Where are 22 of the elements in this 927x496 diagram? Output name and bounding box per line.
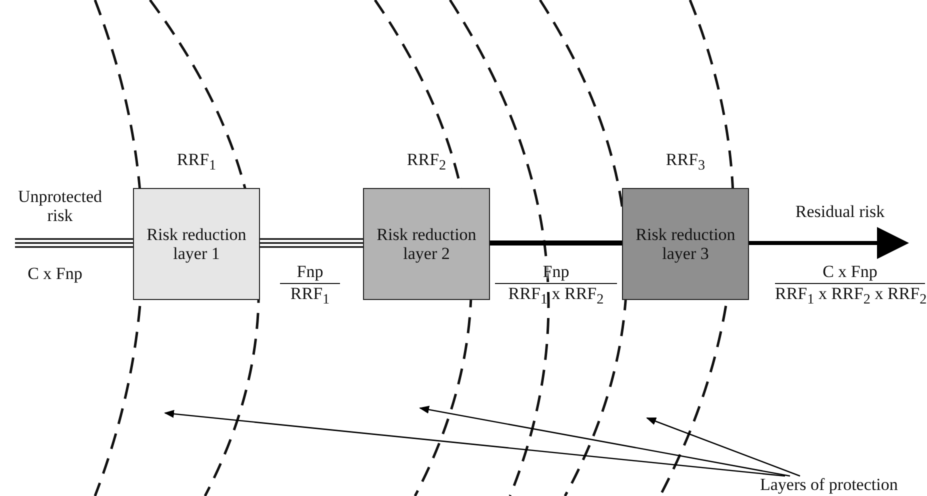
connector-line [14,238,134,248]
box-text: Risk reduction layer 2 [376,225,476,263]
callout-text: Layers of protection [760,475,898,494]
leader-line [419,406,790,477]
leader-line [646,417,800,477]
connector-line [259,238,364,248]
fraction-denominator: RRF$_{1}$ x RRF$_{2}$ x RRF$_{2}$ [775,284,925,310]
reduction-factor-label: RRF$_{2}$ [406,150,448,174]
fraction-numerator: C x Fnp [822,262,878,281]
fraction-denominator: RRF$_{1}$ [289,284,331,310]
fraction-numerator: Fnp [296,262,324,281]
box-text: Risk reduction layer 3 [636,225,736,263]
annotation-text: Residual risk [794,202,886,221]
reduction-factor-label: RRF$_{3}$ [664,150,706,174]
annotation-text: C x Fnp [26,264,84,283]
reduction-factor-label: RRF$_{1}$ [176,150,218,174]
box-text: Risk reduction layer 1 [146,225,246,263]
leader-line [164,410,786,477]
arrow [749,227,909,259]
fraction-denominator: RRF$_{1}$ x RRF$_{2}$ [507,284,605,310]
connector-line [490,240,622,246]
annotation-text: Unprotected risk [16,187,104,225]
